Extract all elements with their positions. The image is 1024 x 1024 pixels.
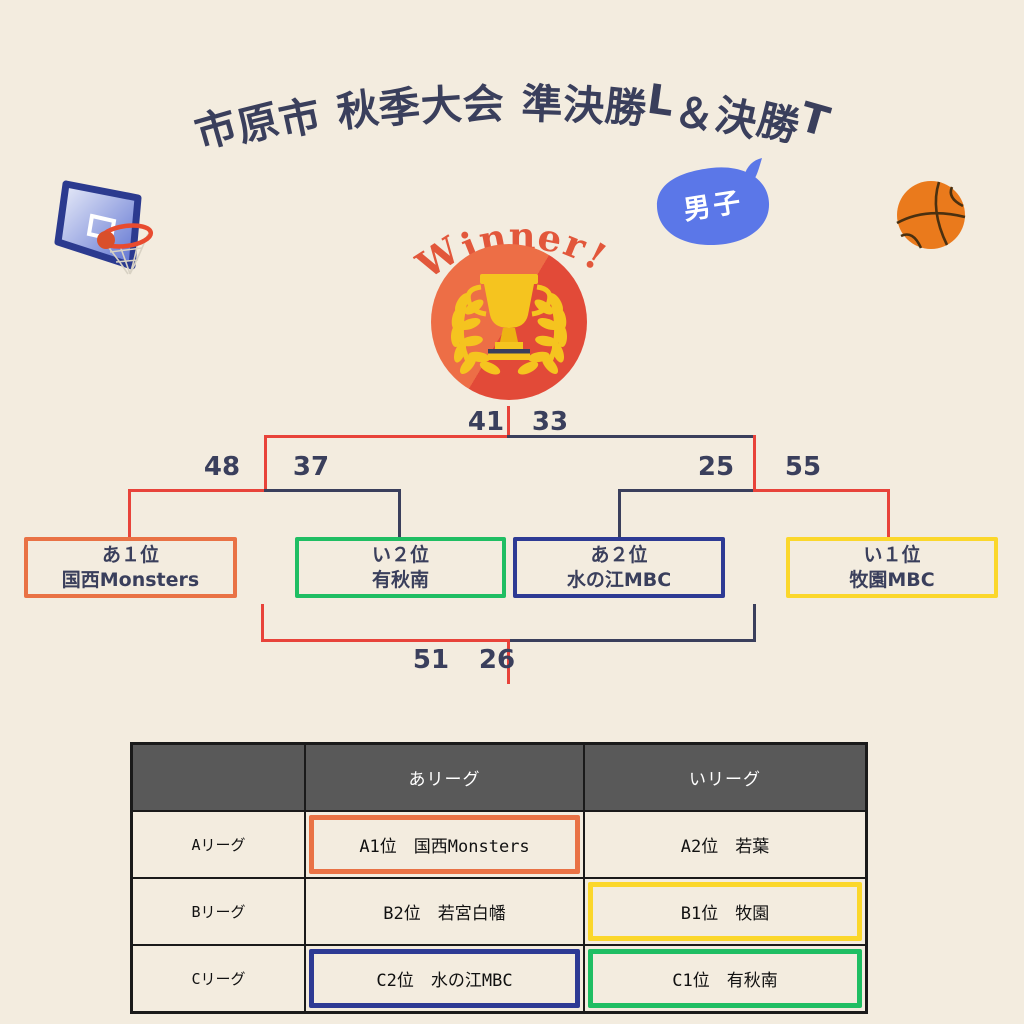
team-name: 国西Monsters bbox=[61, 568, 200, 591]
semifinal-left-a-score: 48 bbox=[203, 452, 241, 482]
table-cell-text: B1位 牧園 bbox=[680, 904, 770, 924]
drop-line-team1 bbox=[128, 489, 131, 537]
table-row-label-b: Bリーグ bbox=[133, 879, 304, 944]
table-header-league-a: あリーグ bbox=[306, 745, 583, 810]
thirdplace-right-score: 26 bbox=[478, 645, 516, 675]
speech-bubble-icon bbox=[656, 158, 770, 246]
semifinal-left-b-line bbox=[264, 489, 401, 492]
semifinal-right-a-score: 25 bbox=[697, 452, 735, 482]
team-rank: あ１位 bbox=[101, 543, 159, 566]
team-rank: あ２位 bbox=[590, 543, 648, 566]
drop-line-team2 bbox=[398, 489, 401, 537]
team-box-a2-mizunoe-mbc: あ２位 水の江MBC bbox=[513, 537, 725, 598]
semifinal-right-a-line bbox=[618, 489, 756, 492]
table-cell-text: B2位 若宮白幡 bbox=[383, 904, 506, 924]
basketball-hoop-icon bbox=[54, 180, 154, 275]
table-header-league-i: いリーグ bbox=[585, 745, 865, 810]
thirdplace-left-riser bbox=[261, 604, 264, 642]
table-row-label-a: Aリーグ bbox=[133, 812, 304, 877]
team-rank: い１位 bbox=[863, 543, 921, 566]
final-right-score: 33 bbox=[531, 407, 569, 437]
final-left-score: 41 bbox=[467, 407, 505, 437]
semifinal-left-riser bbox=[264, 435, 267, 492]
table-cell-a2: A2位 若葉 bbox=[585, 812, 865, 877]
boys-badge: 男子 bbox=[648, 158, 778, 258]
team-name: 有秋南 bbox=[371, 568, 429, 591]
trophy-medal-icon bbox=[431, 244, 587, 400]
thirdplace-stub-line bbox=[507, 639, 510, 684]
thirdplace-left-line bbox=[261, 639, 509, 642]
semifinal-left-a-line bbox=[128, 489, 267, 492]
table-cell-text: A2位 若葉 bbox=[680, 837, 770, 857]
thirdplace-right-line bbox=[507, 639, 756, 642]
table-header-empty bbox=[133, 745, 304, 810]
drop-line-team3 bbox=[618, 489, 621, 537]
table-cell-a1: A1位 国西Monsters bbox=[306, 812, 583, 877]
thirdplace-left-score: 51 bbox=[412, 645, 450, 675]
final-stem-line bbox=[507, 406, 510, 438]
table-cell-b1: B1位 牧園 bbox=[585, 879, 865, 944]
team-box-i1-makizono-mbc: い１位 牧園MBC bbox=[786, 537, 998, 598]
table-cell-b2: B2位 若宮白幡 bbox=[306, 879, 583, 944]
table-cell-c1: C1位 有秋南 bbox=[585, 946, 865, 1011]
basketball-icon bbox=[896, 181, 966, 249]
table-cell-c2: C2位 水の江MBC bbox=[306, 946, 583, 1011]
team-box-a1-kunisai-monsters: あ１位 国西Monsters bbox=[24, 537, 237, 598]
team-rank: い２位 bbox=[371, 543, 429, 566]
semifinal-right-riser bbox=[753, 435, 756, 492]
table-cell-text: C1位 有秋南 bbox=[672, 971, 778, 991]
table-cell-text: C2位 水の江MBC bbox=[376, 971, 513, 991]
team-name: 牧園MBC bbox=[849, 568, 935, 591]
team-box-i2-arishunan: い２位 有秋南 bbox=[295, 537, 506, 598]
thirdplace-right-riser bbox=[753, 604, 756, 642]
drop-line-team4 bbox=[887, 489, 890, 537]
final-right-line bbox=[507, 435, 755, 438]
table-row-label-c: Cリーグ bbox=[133, 946, 304, 1011]
semifinal-right-b-score: 55 bbox=[784, 452, 822, 482]
semifinal-left-b-score: 37 bbox=[292, 452, 330, 482]
table-cell-text: A1位 国西Monsters bbox=[359, 837, 530, 857]
final-left-line bbox=[264, 435, 510, 438]
team-name: 水の江MBC bbox=[566, 568, 672, 591]
semifinal-right-b-line bbox=[753, 489, 890, 492]
league-table: あリーグ いリーグ Aリーグ A1位 国西Monsters A2位 若葉 Bリー… bbox=[130, 742, 868, 1014]
